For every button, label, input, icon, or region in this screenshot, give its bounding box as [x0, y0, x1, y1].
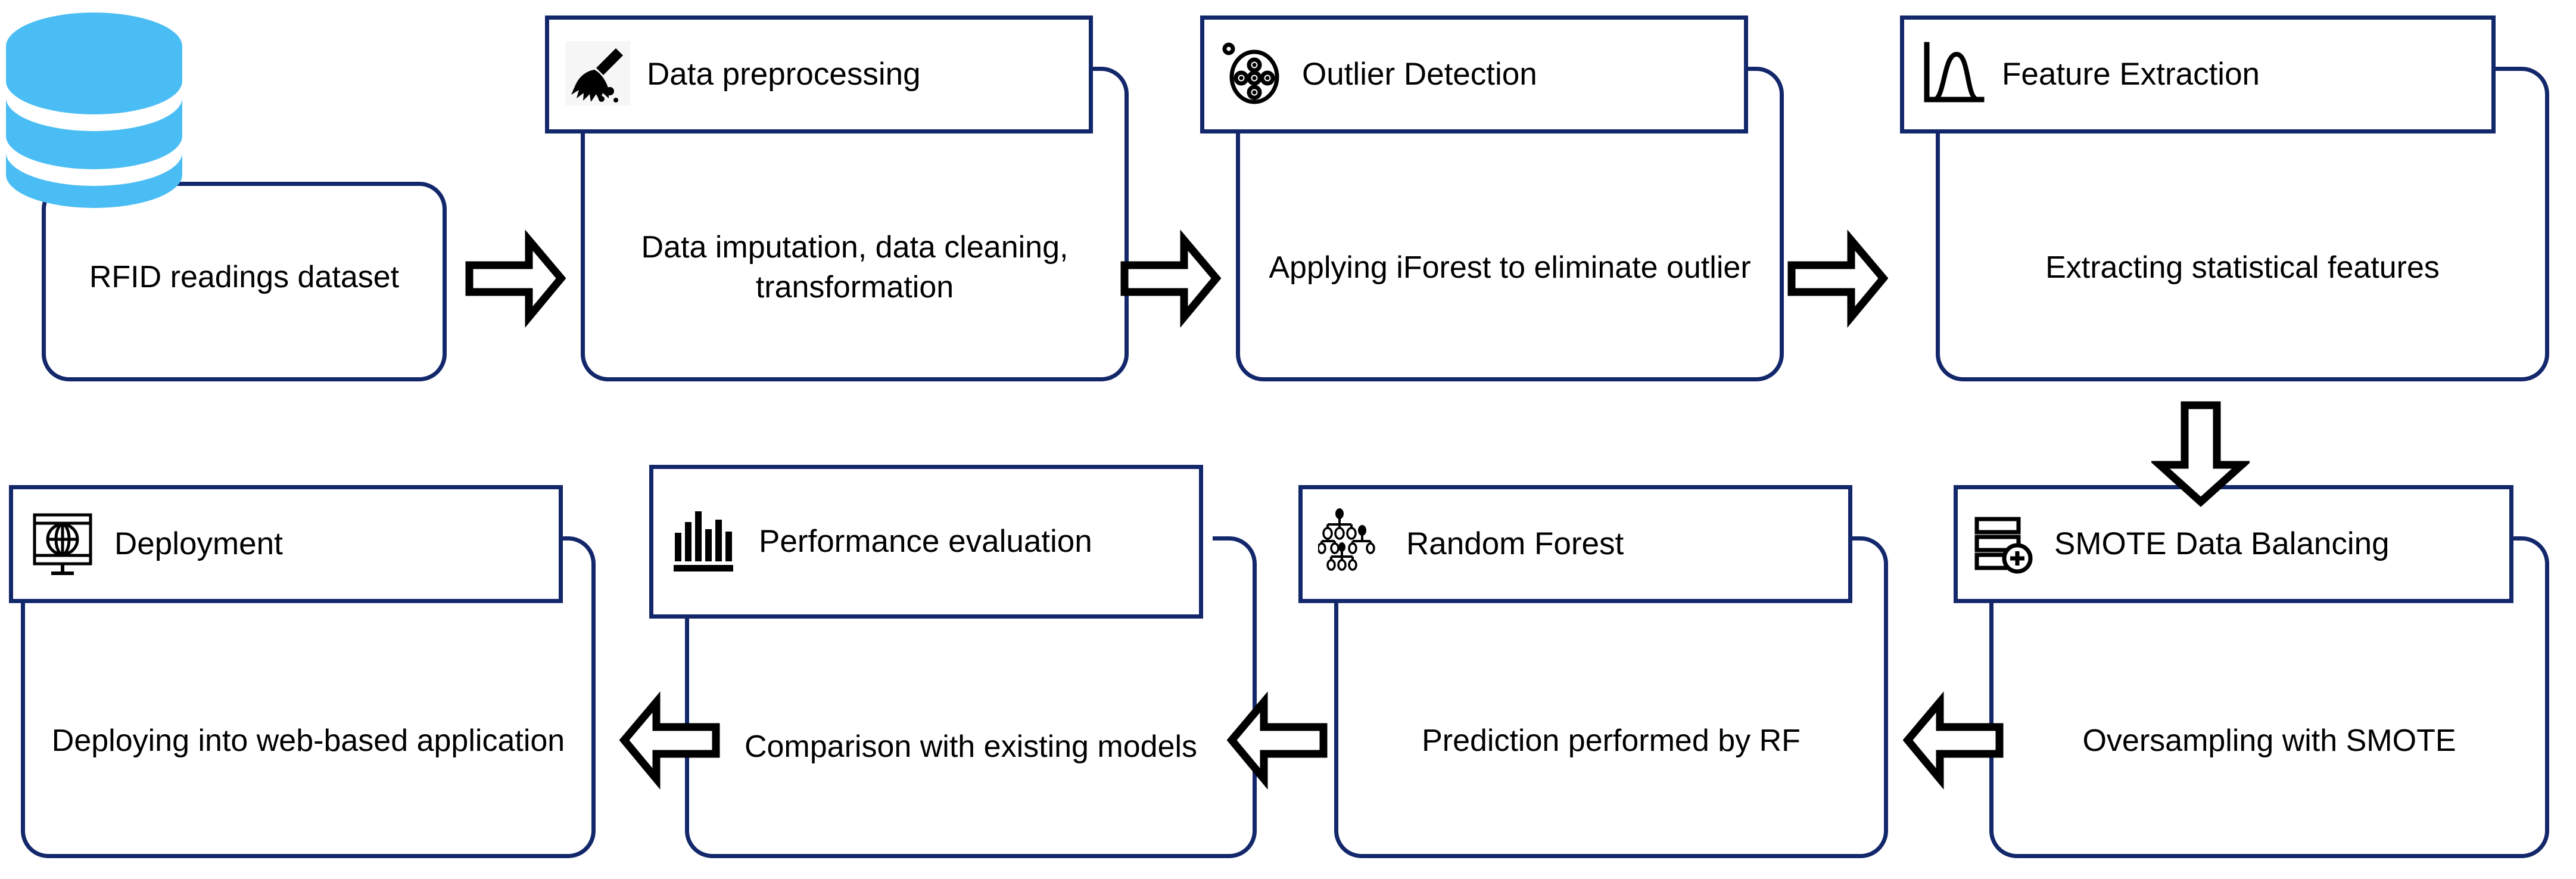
node-title: SMOTE Data Balancing — [2054, 526, 2390, 562]
bar-chart-icon — [669, 503, 743, 580]
node-title: Outlier Detection — [1302, 57, 1537, 92]
node-data-preprocessing[interactable]: Data preprocessing Data imputation, data… — [545, 15, 1129, 381]
node-deployment[interactable]: Deployment Deploying into web-based appl… — [9, 485, 596, 858]
stacked-rows-plus-icon — [1972, 510, 2039, 579]
node-smote-balancing[interactable]: SMOTE Data Balancing Oversampling with S… — [1954, 485, 2549, 858]
arrow-right-icon — [465, 229, 566, 328]
bell-curve-icon — [1920, 40, 1986, 110]
arrow-down-icon — [2150, 400, 2252, 508]
node-header: Outlier Detection — [1200, 15, 1748, 133]
node-performance-evaluation[interactable]: Performance evaluation Comparison with e… — [649, 465, 1257, 858]
database-cylinder-icon — [5, 11, 183, 225]
node-outlier-detection[interactable]: Outlier Detection Applying iForest to el… — [1200, 15, 1784, 381]
node-title: Random Forest — [1406, 526, 1624, 562]
node-description: Comparison with existing models — [744, 729, 1198, 764]
node-description: Oversampling with SMOTE — [2082, 723, 2456, 758]
node-header: Random Forest — [1298, 485, 1852, 603]
node-header: SMOTE Data Balancing — [1954, 485, 2513, 603]
arrow-left-icon — [1902, 691, 2004, 790]
arrow-left-icon — [1226, 691, 1328, 790]
arrow-left-icon — [619, 691, 721, 790]
node-description: Applying iForest to eliminate outlier — [1269, 250, 1751, 285]
node-title: Feature Extraction — [2002, 57, 2260, 92]
node-description: Prediction performed by RF — [1422, 723, 1801, 758]
arrow-right-icon — [1120, 229, 1222, 328]
node-description: Extracting statistical features — [2045, 250, 2440, 285]
node-title: Deployment — [114, 526, 283, 562]
node-description: Deploying into web-based application — [51, 723, 565, 758]
arrow-right-icon — [1787, 229, 1889, 328]
node-rfid-dataset[interactable]: RFID readings dataset — [42, 182, 447, 381]
node-body — [42, 182, 447, 381]
node-header: Deployment — [9, 485, 563, 603]
decision-tree-icon — [1317, 507, 1391, 582]
monitor-globe-icon — [29, 508, 99, 581]
node-header: Feature Extraction — [1900, 15, 2496, 133]
outlier-scatter-icon — [1220, 40, 1287, 110]
node-header: Data preprocessing — [545, 15, 1093, 133]
node-header: Performance evaluation — [649, 465, 1203, 619]
node-title: Performance evaluation — [759, 523, 1092, 559]
node-feature-extraction[interactable]: Feature Extraction Extracting statistica… — [1900, 15, 2549, 381]
node-description: Data imputation, data cleaning, transfor… — [641, 230, 1069, 305]
node-title: Data preprocessing — [647, 57, 921, 92]
dataset-label: RFID readings dataset — [89, 260, 400, 295]
node-random-forest[interactable]: Random Forest Prediction performed by RF — [1298, 485, 1888, 858]
broom-icon — [565, 40, 631, 110]
